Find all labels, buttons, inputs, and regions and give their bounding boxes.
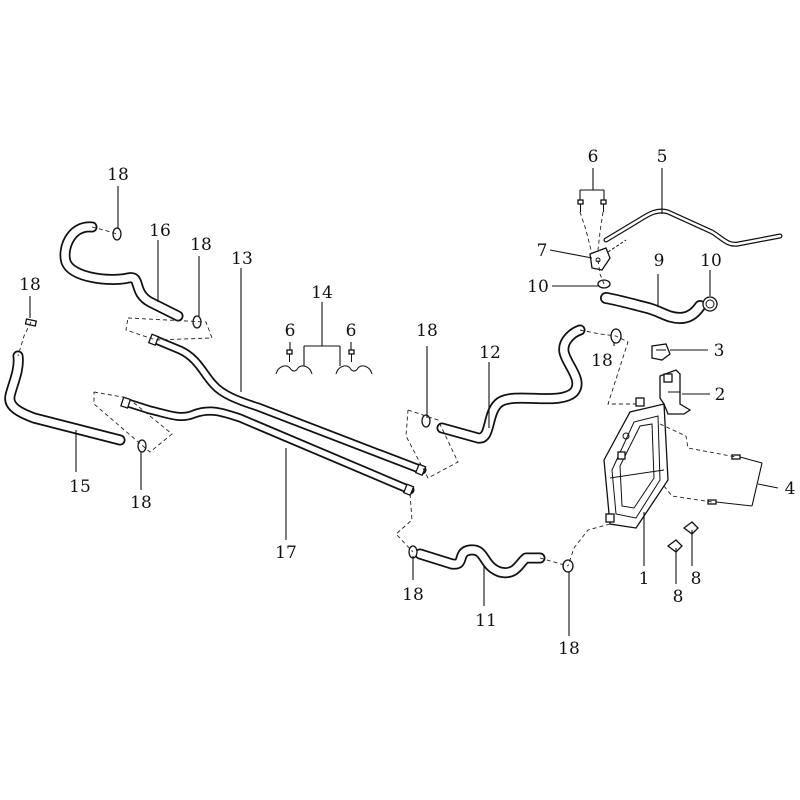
callout-8-left: 8 (673, 587, 684, 607)
callout-18-top: 18 (107, 165, 129, 185)
callout-3: 3 (714, 341, 725, 361)
callout-8-right: 8 (691, 569, 702, 589)
grommet-8-right (682, 521, 699, 535)
clamp-18-mid (421, 414, 431, 428)
hose-12 (436, 324, 586, 444)
callout-18-upper-mid: 18 (190, 235, 212, 255)
callout-1: 1 (639, 569, 650, 589)
pipe-5 (603, 208, 783, 247)
callout-18-bottom-right: 18 (558, 639, 580, 659)
grommet-8-left (666, 539, 683, 553)
callout-13: 13 (231, 249, 253, 269)
callout-5: 5 (657, 147, 668, 167)
clamp-18-lower-left (137, 439, 147, 453)
hose-15 (4, 350, 126, 446)
callout-17: 17 (275, 543, 297, 563)
callout-7: 7 (537, 241, 548, 261)
clamp-10-right (702, 296, 718, 312)
clamp-18-top (112, 227, 122, 241)
callout-18-bottom-left: 18 (402, 585, 424, 605)
callout-16: 16 (149, 221, 171, 241)
assembly-dashed-lines (17, 211, 737, 567)
callout-18-left: 18 (19, 275, 41, 295)
radiator-1 (603, 397, 669, 529)
cap-3 (651, 343, 671, 361)
callout-18-right: 18 (591, 351, 613, 371)
hose-9 (600, 292, 706, 324)
callout-6-clip-left: 6 (285, 321, 296, 341)
callout-11: 11 (475, 611, 497, 631)
clip-14-right (335, 365, 373, 375)
sensor-2 (659, 369, 692, 415)
fastener-4-upper (731, 454, 741, 460)
callout-10-left: 10 (527, 277, 549, 297)
screw-6-left (577, 199, 584, 212)
screw-6-right (600, 199, 607, 212)
callout-4: 4 (785, 479, 796, 499)
leader-lines (29, 168, 779, 636)
callout-12: 12 (479, 343, 501, 363)
clip-14-left (275, 365, 313, 375)
callout-6-clip-right: 6 (346, 321, 357, 341)
bracket-7 (589, 239, 627, 271)
callout-9: 9 (654, 251, 665, 271)
pipe-13 (147, 333, 427, 477)
callout-2: 2 (715, 385, 726, 405)
callout-18-lower-left: 18 (130, 493, 152, 513)
callout-14: 14 (311, 283, 333, 303)
pipe-17 (120, 396, 415, 497)
hose-11 (414, 544, 546, 579)
callout-15: 15 (69, 477, 91, 497)
callout-6-bracket: 6 (588, 147, 599, 167)
hose-16 (59, 221, 184, 322)
screw-6-clip-left (286, 349, 293, 362)
screw-6-clip-right (348, 349, 355, 362)
callout-18-mid: 18 (416, 321, 438, 341)
callout-10-right: 10 (700, 251, 722, 271)
